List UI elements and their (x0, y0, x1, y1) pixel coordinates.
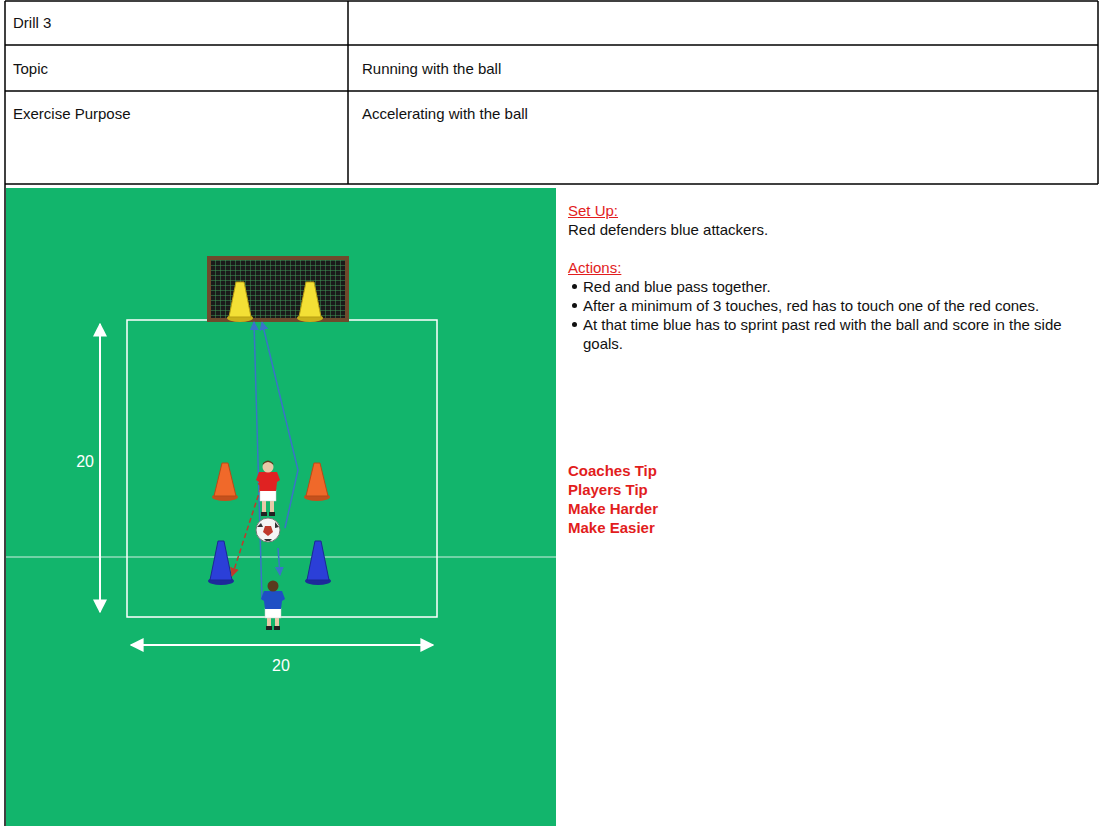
drawing-part (263, 462, 274, 473)
drawing-part (5, 183, 1098, 185)
dimension-label: 20 (58, 452, 94, 471)
goal (209, 258, 347, 320)
section-heading: Set Up: (568, 201, 1068, 220)
drawing-part (210, 541, 232, 580)
blue-cone (305, 541, 331, 585)
drawing-part (265, 608, 281, 618)
drawing-part (209, 258, 347, 320)
coaching-heading: Make Harder (568, 499, 868, 518)
drawing-part (263, 526, 273, 536)
drawing-part (261, 512, 267, 516)
drawing-part (264, 539, 272, 541)
blue-cone (208, 541, 234, 585)
run-arrow (254, 322, 262, 600)
bullet-dot (572, 284, 577, 289)
drawing-part (5, 0, 1098, 2)
coaching-heading: Coaches Tip (568, 461, 868, 480)
drawing-part (307, 541, 329, 580)
section-heading: Actions: (568, 258, 1068, 277)
drawing-part (262, 500, 266, 514)
table-cell: Topic (13, 59, 333, 78)
table-cell: Exercise Purpose (13, 104, 333, 123)
drawing-part (214, 463, 236, 496)
bullet-dot (572, 303, 577, 308)
table-cell: Accelerating with the ball (362, 104, 1062, 123)
drawing-part (270, 500, 274, 514)
drawing-part (274, 626, 280, 630)
orange-cone (304, 463, 330, 501)
drawing-part (269, 512, 275, 516)
drawing-part (256, 518, 280, 542)
drawing-part (260, 490, 276, 501)
orange-cone (212, 463, 238, 501)
dimension-arrow (99, 324, 101, 612)
dimension-arrow (131, 644, 433, 646)
halfway-line (6, 557, 556, 558)
red-defender (256, 461, 280, 517)
table-cell: Running with the ball (362, 59, 1062, 78)
drill-number: Drill 3 (13, 13, 333, 32)
action-bullet: At that time blue has to sprint past red… (583, 315, 1083, 353)
yellow-cone (297, 282, 323, 322)
drawing-part (4, 1, 6, 826)
field-square (127, 320, 437, 617)
table-grid (5, 1, 1098, 826)
drawing-part (261, 591, 285, 609)
drawing-part (256, 472, 280, 491)
ball (256, 518, 280, 542)
pitch (6, 188, 556, 826)
blue-attacker (261, 581, 285, 631)
drawing-part (299, 282, 321, 317)
drawing-part (263, 461, 274, 466)
pass-arrow (278, 548, 280, 575)
drawing-part (266, 626, 272, 630)
coaching-heading: Make Easier (568, 518, 868, 537)
drawing-part (275, 522, 279, 528)
dimension-label: 20 (266, 656, 296, 675)
setup-text: Red defenders blue attackers. (568, 220, 1068, 239)
drawing-part (306, 463, 328, 496)
defender-arrow (232, 478, 264, 576)
drawing-part (347, 1, 349, 184)
action-bullet: After a minimum of 3 touches, red has to… (583, 296, 1083, 315)
drawing-part (1097, 1, 1099, 184)
coaching-heading: Players Tip (568, 480, 868, 499)
drawing-part (5, 44, 1098, 46)
drawing-part (257, 523, 263, 527)
drawing-part (5, 90, 1098, 92)
drawing-part (229, 282, 251, 317)
action-bullet: Red and blue pass together. (583, 277, 1083, 296)
drawing-part (268, 581, 279, 592)
yellow-cone (227, 282, 253, 322)
bullet-dot (572, 322, 577, 327)
